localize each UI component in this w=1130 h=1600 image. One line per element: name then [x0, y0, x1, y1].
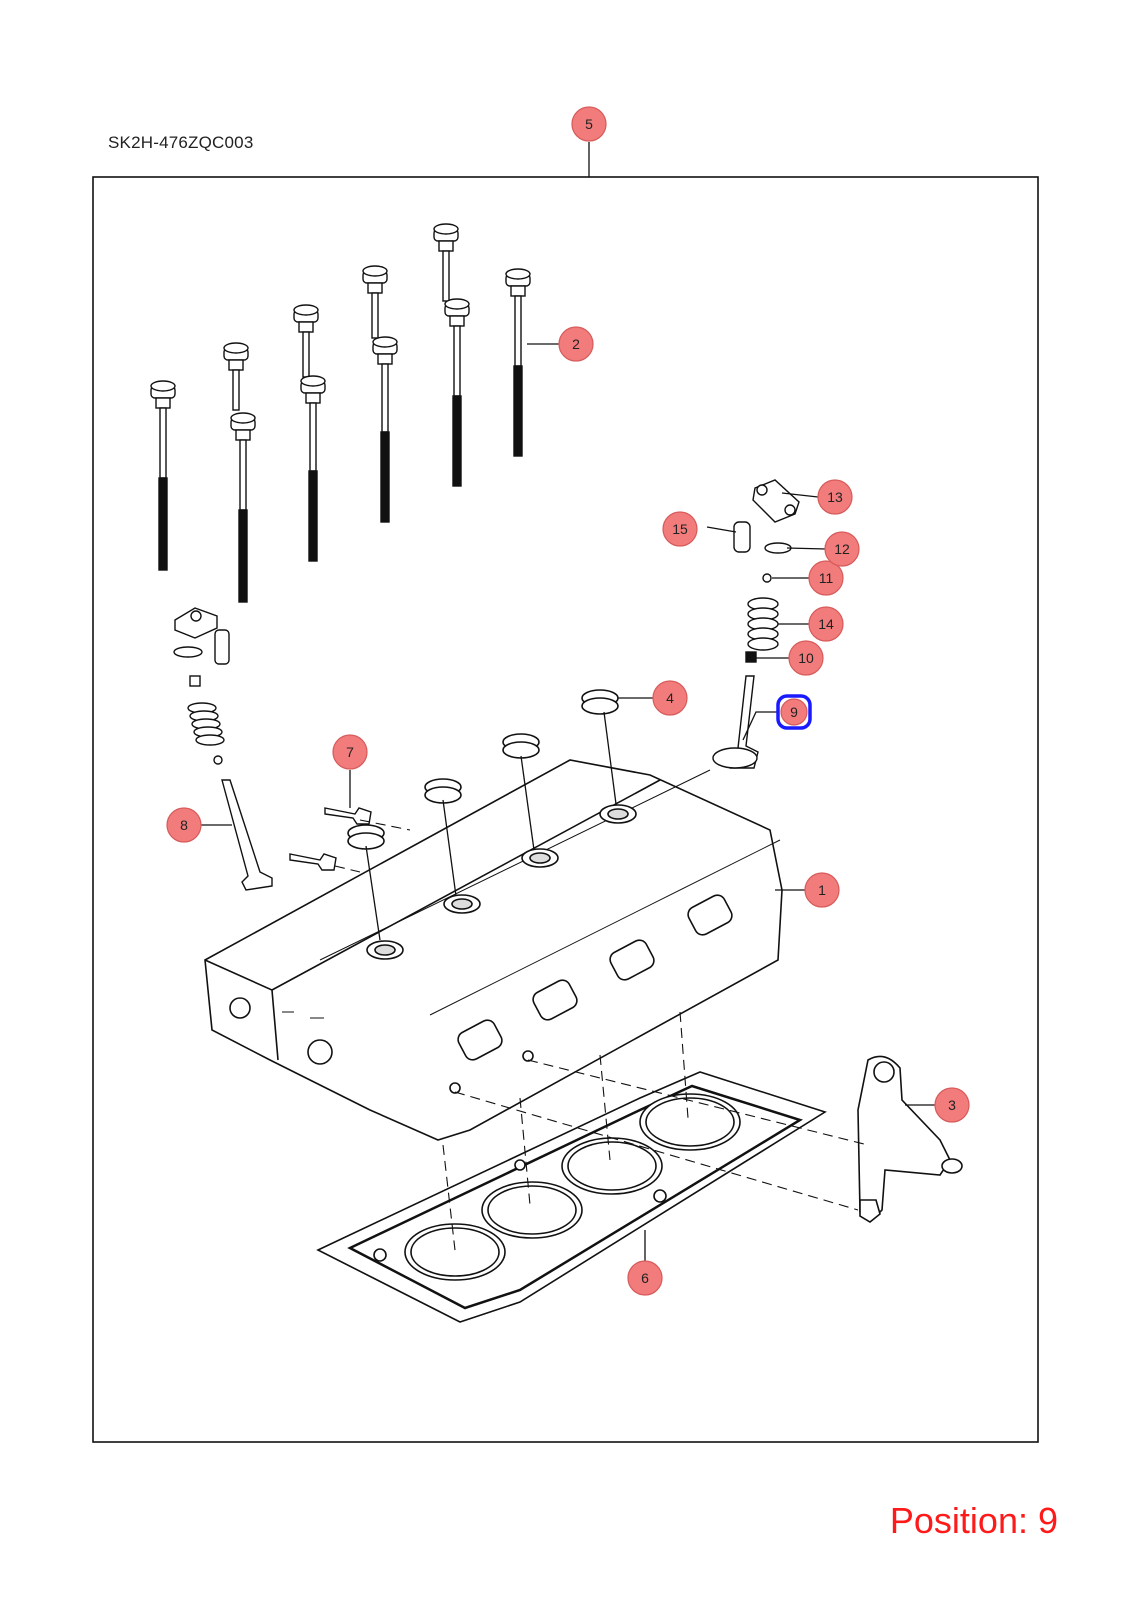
bolt	[505, 268, 531, 457]
callout-circle	[934, 1087, 970, 1123]
callout-number: 6	[641, 1270, 649, 1286]
callout-number: 3	[948, 1097, 956, 1113]
callout-number: 7	[346, 744, 354, 760]
seal-rings	[347, 689, 619, 850]
right-valve-spring	[747, 597, 779, 651]
callout-number: 10	[798, 650, 814, 666]
callout-circle	[652, 680, 688, 716]
callout-circle	[824, 531, 860, 567]
callout-8[interactable]: 8	[166, 807, 202, 843]
callout-9[interactable]: 9	[776, 694, 812, 730]
bolt	[444, 298, 470, 487]
head-gasket	[316, 1071, 827, 1323]
callout-number: 5	[585, 116, 593, 132]
callout-10[interactable]: 10	[788, 640, 824, 676]
callout-circle	[808, 606, 844, 642]
callout-circle	[558, 326, 594, 362]
callout-circle	[627, 1260, 663, 1296]
callout-circle	[780, 698, 808, 726]
bolt	[300, 375, 326, 562]
position-label: Position: 9	[889, 1500, 1058, 1541]
bolt	[433, 223, 459, 302]
callout-circle	[166, 807, 202, 843]
callout-circle	[804, 872, 840, 908]
bolt	[372, 336, 398, 523]
callout-7[interactable]: 7	[332, 734, 368, 770]
callout-6[interactable]: 6	[627, 1260, 663, 1296]
right-valve-train	[712, 479, 800, 769]
callout-circle	[808, 560, 844, 596]
head-bolts	[150, 223, 531, 603]
callout-number: 12	[834, 541, 850, 557]
dashed-guides	[334, 819, 869, 1251]
callout-14[interactable]: 14	[808, 606, 844, 642]
callout-13[interactable]: 13	[817, 479, 853, 515]
callout-number: 9	[790, 704, 798, 720]
callout-9-leader	[742, 711, 778, 741]
callout-12[interactable]: 12	[824, 531, 860, 567]
callout-circle	[788, 640, 824, 676]
callout-2[interactable]: 2	[558, 326, 594, 362]
callout-3[interactable]: 3	[934, 1087, 970, 1123]
callout-number: 4	[666, 690, 674, 706]
studs	[289, 807, 372, 871]
callout-number: 13	[827, 489, 843, 505]
callout-number: 2	[572, 336, 580, 352]
callout-circle	[817, 479, 853, 515]
cylinder-head	[204, 759, 783, 1141]
left-valve-train	[173, 607, 273, 891]
bolt	[150, 380, 176, 571]
callout-circle	[332, 734, 368, 770]
callout-4[interactable]: 4	[652, 680, 688, 716]
callout-number: 15	[672, 521, 688, 537]
assembly-frame	[92, 176, 1039, 1443]
callout-15[interactable]: 15	[662, 511, 698, 547]
callout-circle	[571, 106, 607, 142]
bolt	[293, 304, 319, 378]
left-valve-spring	[187, 702, 225, 746]
callout-11[interactable]: 11	[808, 560, 844, 596]
bolt	[362, 265, 388, 339]
lifting-bracket	[857, 1055, 963, 1223]
callout-number: 1	[818, 882, 826, 898]
callout-number: 11	[819, 570, 834, 586]
callout-5[interactable]: 5	[571, 106, 607, 142]
callout-number: 14	[818, 616, 834, 632]
callout-circle	[662, 511, 698, 547]
leader-lines	[200, 142, 936, 1262]
callout-1[interactable]: 1	[804, 872, 840, 908]
selected-callout-highlight	[776, 694, 812, 730]
drawing-code: SK2H-476ZQC003	[108, 133, 254, 152]
bolt	[230, 412, 256, 603]
bolt	[223, 342, 249, 411]
callout-number: 8	[180, 817, 188, 833]
